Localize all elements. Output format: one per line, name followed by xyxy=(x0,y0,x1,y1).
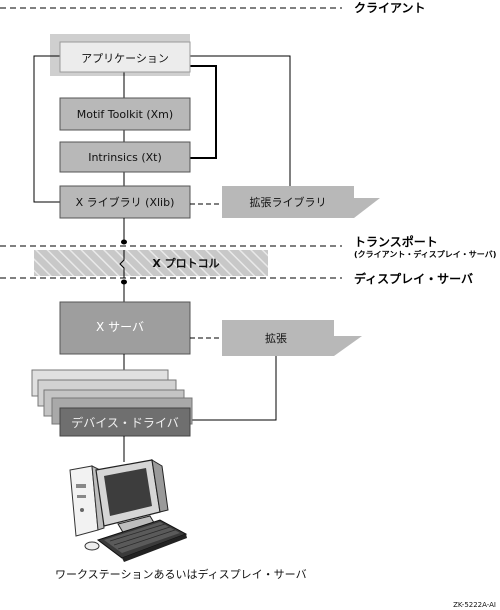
application-box xyxy=(59,41,191,73)
ext-library-label: 拡張ライブラリ xyxy=(250,195,327,209)
transport-layer-sublabel: (クライアント・ディスプレイ・サーバ) xyxy=(354,249,496,259)
application-intrinsics-bracket xyxy=(190,65,217,159)
application-xlib-frame xyxy=(33,55,60,203)
xserver-box xyxy=(59,301,191,355)
transport-layer-label: トランスポート xyxy=(354,234,438,249)
xlib-label: X ライブラリ (Xlib) xyxy=(76,195,175,209)
xprotocol-break-line xyxy=(119,250,125,278)
workstation-caption: ワークステーションあるいはディスプレイ・サーバ xyxy=(55,567,307,581)
client-layer-label: クライアント xyxy=(354,1,426,15)
ext-library-box xyxy=(222,186,354,218)
application-label: アプリケーション xyxy=(81,52,169,65)
intrinsics-box xyxy=(59,141,191,173)
motif-toolkit-box xyxy=(59,97,191,131)
workstation-illustration xyxy=(69,459,188,562)
figure-id: ZK-5222A-AI xyxy=(453,601,496,609)
device-driver-label: デバイス・ドライバ xyxy=(71,415,178,430)
xlib-protocol-dot xyxy=(121,239,127,245)
extension-driver-connector xyxy=(190,356,277,421)
ext-library-box-tail xyxy=(354,198,380,218)
device-driver-box xyxy=(59,407,191,437)
application-ext-frame xyxy=(190,55,291,186)
intrinsics-label: Intrinsics (Xt) xyxy=(88,151,162,164)
xserver-label: X サーバ xyxy=(96,320,144,334)
extension-label: 拡張 xyxy=(265,331,287,345)
xprotocol-label: X プロトコル xyxy=(152,256,219,270)
extension-box-tail xyxy=(334,336,362,356)
xprotocol-band xyxy=(34,250,268,276)
display-server-layer-label: ディスプレイ・サーバ xyxy=(354,271,473,286)
extension-box xyxy=(222,320,334,356)
xlib-box xyxy=(59,185,191,219)
motif-toolkit-label: Motif Toolkit (Xm) xyxy=(77,108,173,121)
